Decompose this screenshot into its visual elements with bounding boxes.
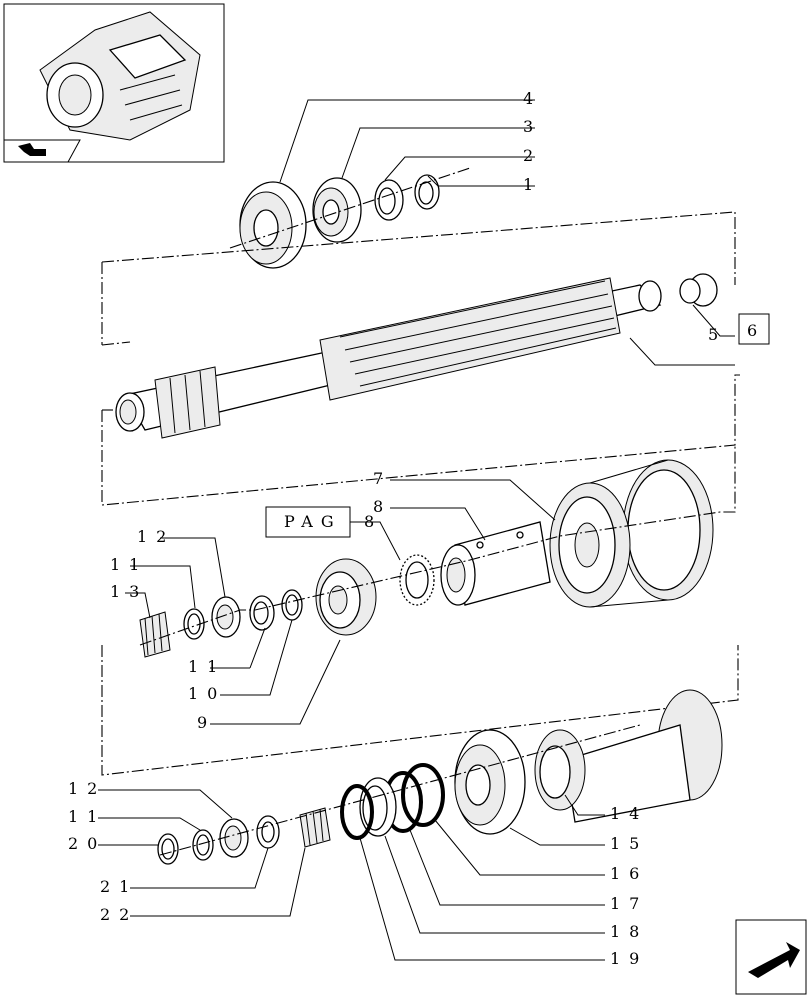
main-shaft	[115, 277, 662, 439]
pag-reference-box[interactable]	[265, 506, 351, 538]
bushing-5	[679, 273, 718, 307]
ref-box-number: 6	[747, 321, 765, 340]
bearing-3	[312, 177, 362, 243]
callout-8: 8	[373, 497, 392, 516]
callout-17: 17	[610, 894, 648, 913]
ring-8-pag	[399, 554, 435, 606]
arrow-back-icon[interactable]	[18, 143, 46, 156]
needle-bearing-22	[299, 807, 331, 848]
callout-22: 22	[100, 905, 138, 924]
callout-10: 10	[188, 684, 226, 703]
callout-19: 19	[610, 949, 648, 968]
callout-20: 20	[68, 834, 106, 853]
circlip-1	[414, 174, 440, 210]
pag-label: PAG	[284, 512, 342, 531]
callout-11b: 11	[188, 657, 226, 676]
o-ring-16	[401, 763, 445, 827]
callout-15: 15	[610, 834, 648, 853]
sleeve-8	[440, 521, 551, 606]
callout-5: 5	[708, 325, 727, 344]
ring-11	[183, 608, 205, 640]
callout-12a: 12	[137, 527, 175, 546]
washer-11	[249, 595, 275, 631]
ref-box	[738, 313, 770, 345]
snap-ring-10	[281, 589, 303, 621]
ring-2	[374, 179, 404, 221]
o-ring-19	[340, 784, 374, 840]
bearing-12	[211, 596, 241, 638]
ring-11b	[192, 829, 214, 861]
callout-18: 18	[610, 922, 648, 941]
callout-14: 14	[610, 804, 648, 823]
arrow-next-icon[interactable]	[735, 919, 807, 995]
callout-12b: 12	[68, 779, 106, 798]
ring-18	[359, 777, 397, 837]
circlip-20	[157, 833, 179, 865]
callout-7: 7	[373, 469, 392, 488]
needle-bearing-13	[139, 611, 171, 658]
transmission-housing-thumbnail-icon	[39, 11, 201, 141]
callout-4: 4	[523, 89, 542, 108]
bearing-4	[239, 181, 307, 269]
gear-9	[315, 558, 377, 636]
callout-2: 2	[523, 146, 542, 165]
callout-11a: 11	[110, 555, 148, 574]
bearing-12b	[219, 818, 249, 858]
bearing-15	[454, 729, 526, 835]
callout-1: 1	[523, 175, 542, 194]
callout-13: 13	[110, 582, 148, 601]
callout-11c: 11	[68, 807, 106, 826]
thumbnail-panel[interactable]	[3, 3, 225, 163]
callout-3: 3	[523, 117, 542, 136]
double-gear-7	[549, 459, 714, 608]
callout-9: 9	[197, 713, 216, 732]
ring-21	[256, 815, 280, 849]
callout-16: 16	[610, 864, 648, 883]
pag-ref-number: 8	[364, 512, 383, 531]
callout-21: 21	[100, 877, 138, 896]
output-shaft-14	[534, 689, 723, 823]
